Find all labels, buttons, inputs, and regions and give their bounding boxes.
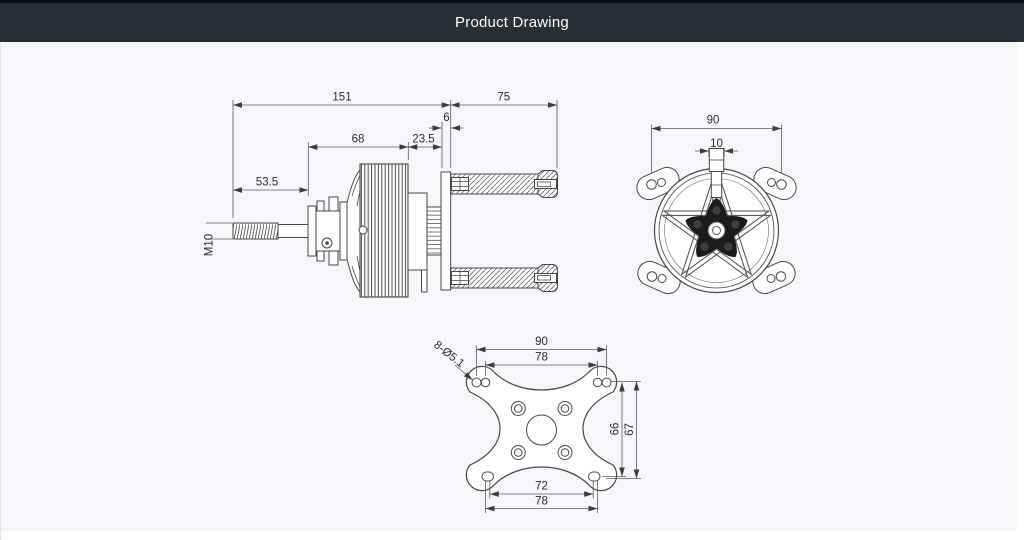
dim-shaft-thread: M10 [204,234,216,256]
arm-end-slot [534,179,557,189]
mount-plate-holes [471,377,612,482]
mount-flange [440,171,452,291]
shaft-thread-hatch [232,222,279,240]
side-view: 151 75 6 68 23.5 53.5 M10 [204,92,558,299]
dim-plate-inner-height: 66 [610,423,622,436]
dim-plate-outer-width: 90 [535,336,548,348]
wire-exit [421,269,428,293]
dim-holes-note: 8-Ø5.1 [431,339,466,370]
bell-screw [358,225,368,235]
dim-rear-length: 23.5 [412,134,434,146]
page-title: Product Drawing [455,14,569,31]
dim-front-width: 90 [707,115,720,127]
header-bar: Product Drawing [0,3,1024,42]
side-dimension-lines [233,102,557,193]
top-strip [0,0,1024,3]
dim-plate-slot-width: 72 [535,481,548,493]
prop-adapter [307,196,348,266]
left-edge-line [0,42,1,540]
mount-dimension-lines [454,346,640,512]
dim-shaft-length: 53.5 [256,177,278,189]
motor-shaft [232,222,309,240]
mount-arm-bottom [450,264,558,292]
front-view: 90 10 [636,115,797,295]
dim-body-length: 68 [352,134,365,146]
motor-rear [407,171,452,293]
dim-front-shaft: 10 [710,138,723,150]
motor-fins [359,163,409,298]
plate-center-hole [526,414,557,446]
dim-flange-thickness: 6 [443,112,449,124]
arm-end-slot [534,273,557,283]
dim-arm-length: 75 [497,92,510,104]
dim-total-length: 151 [332,92,351,104]
dim-plate-outer-height: 67 [624,423,636,436]
mount-view: 90 78 8-Ø5.1 66 67 72 78 [431,336,641,513]
mount-arm-top [450,170,558,198]
motor-body [346,163,409,299]
dim-plate-top-holes: 78 [535,352,548,364]
prop-hub [685,197,748,257]
dim-plate-bottom-holes: 78 [535,496,548,508]
